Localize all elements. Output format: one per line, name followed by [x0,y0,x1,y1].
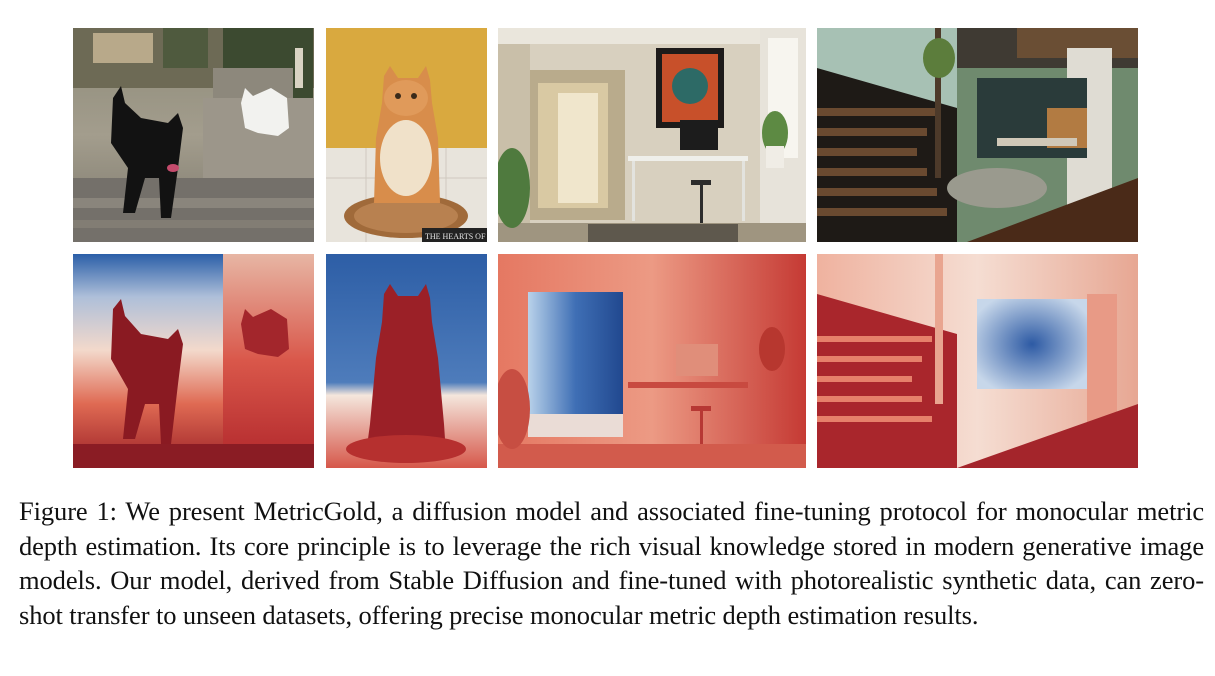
depth-room [498,254,806,468]
depth-house [817,254,1138,468]
depth-dog-and-cat [73,254,314,468]
photo-room-with-desk [498,28,806,242]
depth-cat [326,254,487,468]
figure-caption: Figure 1: We present MetricGold, a diffu… [19,496,1204,630]
photo-cat-on-mat: THE HEARTS OF THE [326,28,487,242]
photo-dog-and-cat [73,28,314,242]
photo-modern-house-interior [817,28,1138,242]
book-spine-text: THE HEARTS OF THE [425,232,487,241]
